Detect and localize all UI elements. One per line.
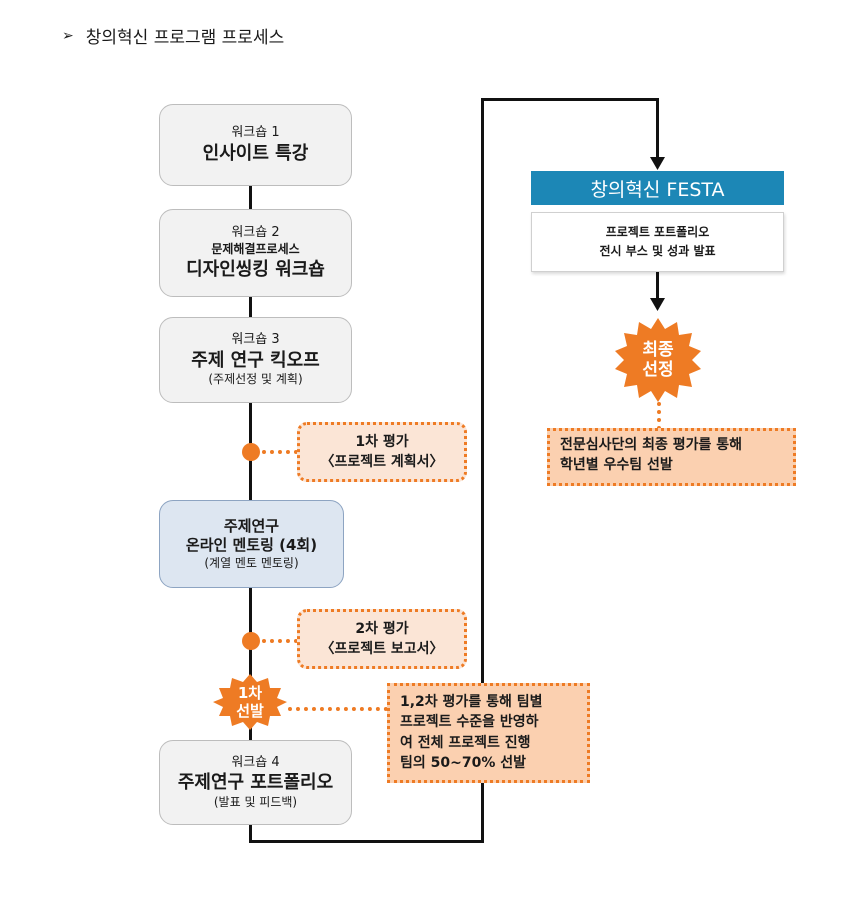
- starburst-icon: [615, 318, 701, 402]
- badge-line-1: 최종: [642, 339, 674, 360]
- section-heading: ➢ 창의혁신 프로그램 프로세스: [62, 23, 285, 49]
- workshop-label: 워크숍 2: [231, 225, 280, 241]
- eval-title: 2차 평가: [355, 620, 409, 637]
- workshop-subtitle: 문제해결프로세스: [211, 241, 300, 256]
- arrow-down-icon: [650, 298, 665, 311]
- loop-top-connector: [481, 98, 659, 101]
- heading-text: 창의혁신 프로그램 프로세스: [85, 28, 285, 48]
- workshop-4-box: 워크숍 4 주제연구 포트폴리오 (발표 및 피드백): [159, 740, 352, 825]
- workshop-label: 워크숍 1: [231, 124, 280, 140]
- badge-line-2: 선발: [236, 702, 264, 720]
- festa-line-2: 전시 부스 및 성과 발표: [599, 244, 716, 258]
- selection-1-badge: 1차 선발: [211, 674, 289, 730]
- note-line: 1,2차 평가를 통해 팀별: [400, 694, 543, 710]
- arrow-down-icon: [650, 157, 665, 170]
- festa-description-box: 프로젝트 포트폴리오 전시 부스 및 성과 발표: [531, 212, 784, 272]
- final-selection-badge: 최종 선정: [614, 318, 702, 402]
- final-selection-note: 전문심사단의 최종 평가를 통해 학년별 우수팀 선발: [547, 428, 796, 486]
- eval-subtitle: 〈프로젝트 계획서〉: [320, 454, 444, 470]
- workshop-title: 주제 연구 킥오프: [191, 349, 320, 371]
- bottom-connector: [249, 840, 484, 843]
- eval-2-dotted-connector: [262, 639, 298, 643]
- eval-1-marker: [242, 443, 260, 461]
- festa-line-1: 프로젝트 포트폴리오: [605, 225, 710, 240]
- workshop-title: 주제연구 포트폴리오: [177, 772, 334, 794]
- final-dotted-connector: [657, 402, 661, 430]
- note-line: 학년별 우수팀 선발: [560, 457, 673, 474]
- festa-title-bar: 창의혁신 FESTA: [531, 171, 784, 205]
- bullet-icon: ➢: [62, 27, 74, 44]
- workshop-title: 디자인씽킹 워크숍: [186, 258, 325, 280]
- workshop-title: 인사이트 특강: [202, 142, 309, 164]
- workshop-note: (주제선정 및 계획): [208, 372, 303, 387]
- eval-2-marker: [242, 632, 260, 650]
- eval-1-dotted-connector: [262, 450, 298, 454]
- eval-2-box: 2차 평가 〈프로젝트 보고서〉: [297, 609, 467, 669]
- mentoring-title: 온라인 멘토링 (4회): [185, 536, 318, 555]
- note-line: 여 전체 프로젝트 진행: [400, 734, 531, 751]
- workshop-2-box: 워크숍 2 문제해결프로세스 디자인씽킹 워크숍: [159, 209, 352, 297]
- festa-down-connector: [656, 98, 659, 160]
- mentoring-label: 주제연구: [223, 516, 280, 535]
- note-line: 팀의 50~70% 선발: [400, 754, 526, 771]
- mentoring-box: 주제연구 온라인 멘토링 (4회) (계열 멘토 멘토링): [159, 500, 344, 588]
- badge-line-1: 1차: [237, 684, 263, 702]
- workshop-3-box: 워크숍 3 주제 연구 킥오프 (주제선정 및 계획): [159, 317, 352, 403]
- loop-vertical-connector: [481, 98, 484, 843]
- workshop-label: 워크숍 4: [231, 754, 280, 770]
- eval-title: 1차 평가: [355, 433, 409, 450]
- selection-1-note: 1,2차 평가를 통해 팀별 프로젝트 수준을 반영하 여 전체 프로젝트 진행…: [387, 683, 590, 783]
- workshop-note: (발표 및 피드백): [213, 794, 298, 809]
- selection-1-dotted-connector: [288, 707, 388, 711]
- note-line: 전문심사단의 최종 평가를 통해: [560, 437, 743, 453]
- badge-line-2: 선정: [642, 360, 674, 380]
- workshop-1-box: 워크숍 1 인사이트 특강: [159, 104, 352, 186]
- festa-to-final-connector: [656, 272, 659, 302]
- mentoring-note: (계열 멘토 멘토링): [204, 555, 299, 570]
- starburst-icon: [213, 674, 287, 730]
- note-line: 프로젝트 수준을 반영하: [400, 714, 539, 731]
- eval-subtitle: 〈프로젝트 보고서〉: [320, 641, 444, 657]
- workshop-label: 워크숍 3: [231, 332, 280, 348]
- eval-1-box: 1차 평가 〈프로젝트 계획서〉: [297, 422, 467, 482]
